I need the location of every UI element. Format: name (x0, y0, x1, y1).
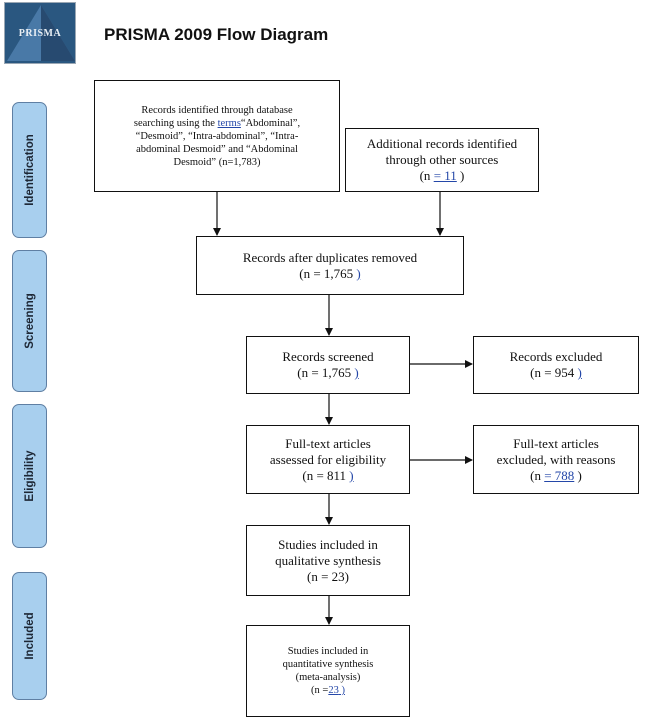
database-line-2a: searching using the (133, 117, 218, 129)
fulltext-line-1: Full-text articles (285, 435, 371, 451)
box-duplicates-removed: Records after duplicates removed (n = 1,… (196, 236, 464, 295)
quantitative-4c: ) (338, 685, 345, 696)
duplicates-line-1: Records after duplicates removed (242, 249, 418, 265)
duplicates-line-2: (n = 1,765 ) (299, 266, 361, 282)
database-line-5: Desmoid” (n=1,783) (173, 156, 261, 168)
phase-screening: Screening (12, 250, 47, 392)
quantitative-line-4: (n =23 ) (311, 684, 345, 697)
other-line-3: (n = 11 ) (420, 168, 465, 184)
fulltext-excluded-3c: ) (574, 467, 582, 483)
screened-count: (n = 1,765 (297, 365, 355, 380)
fulltext-excluded-line-3: (n = 788 ) (530, 468, 582, 484)
duplicates-close: ) (356, 265, 361, 281)
box-records-excluded: Records excluded (n = 954 ) (473, 336, 639, 394)
database-line-2c: “Abdominal”, (240, 117, 301, 129)
box-other-sources: Additional records identified through ot… (345, 128, 539, 192)
excluded-close: ) (577, 365, 582, 380)
phase-eligibility: Eligibility (12, 404, 47, 548)
quantitative-line-2: quantitative synthesis (282, 659, 374, 670)
fulltext-count: (n = 811 (302, 467, 350, 483)
phase-included: Included (12, 572, 47, 700)
other-line-3c: ) (456, 168, 465, 183)
other-line-3a: (n (419, 168, 434, 183)
logo-triangle-icon (7, 5, 75, 61)
screened-line-2: (n = 1,765 ) (297, 365, 359, 381)
qualitative-line-3: (n = 23) (307, 568, 349, 584)
qualitative-line-1: Studies included in (278, 536, 378, 552)
screened-close: ) (354, 365, 359, 380)
quantitative-count: 23 (328, 685, 339, 696)
fulltext-line-3: (n = 811 ) (302, 468, 353, 484)
box-fulltext-assessed: Full-text articles assessed for eligibil… (246, 425, 410, 494)
quantitative-line-1: Studies included in (287, 646, 369, 657)
database-line-1: Records identified through database (141, 104, 293, 116)
box-quantitative-synthesis: Studies included in quantitative synthes… (246, 625, 410, 717)
fulltext-excluded-3a: (n (530, 467, 545, 483)
database-line-4: abdominal Desmoid” and “Abdominal (136, 143, 298, 155)
quantitative-line-3: (meta-analysis) (295, 672, 361, 683)
fulltext-excluded-count: = 788 (544, 467, 575, 483)
qualitative-line-2: qualitative synthesis (275, 552, 381, 568)
phase-identification: Identification (12, 102, 47, 238)
database-line-2: searching using the terms“Abdominal”, (134, 117, 300, 130)
database-terms-link: terms (217, 117, 241, 129)
logo-text: PRISMA (18, 28, 62, 39)
fulltext-close: ) (349, 467, 354, 483)
other-line-1: Additional records identified (366, 136, 518, 151)
prisma-logo: PRISMA (4, 2, 76, 64)
fulltext-excluded-line-1: Full-text articles (513, 435, 599, 451)
duplicates-count: (n = 1,765 (299, 265, 357, 281)
fulltext-line-2: assessed for eligibility (269, 451, 387, 467)
excluded-line-2: (n = 954 ) (530, 365, 582, 381)
screened-line-1: Records screened (282, 349, 374, 364)
box-qualitative-synthesis: Studies included in qualitative synthesi… (246, 525, 410, 596)
other-count: = 11 (433, 168, 457, 183)
excluded-line-1: Records excluded (509, 349, 603, 364)
excluded-count: (n = 954 (530, 365, 578, 380)
database-line-3: “Desmoid”, “Intra-abdominal”, “Intra- (135, 130, 299, 142)
page-title: PRISMA 2009 Flow Diagram (104, 25, 329, 44)
fulltext-excluded-line-2: excluded, with reasons (496, 451, 616, 467)
quantitative-4a: (n = (311, 685, 329, 696)
other-line-2: through other sources (385, 152, 499, 167)
box-database-records: Records identified through database sear… (94, 80, 340, 192)
box-records-screened: Records screened (n = 1,765 ) (246, 336, 410, 394)
box-fulltext-excluded: Full-text articles excluded, with reason… (473, 425, 639, 494)
